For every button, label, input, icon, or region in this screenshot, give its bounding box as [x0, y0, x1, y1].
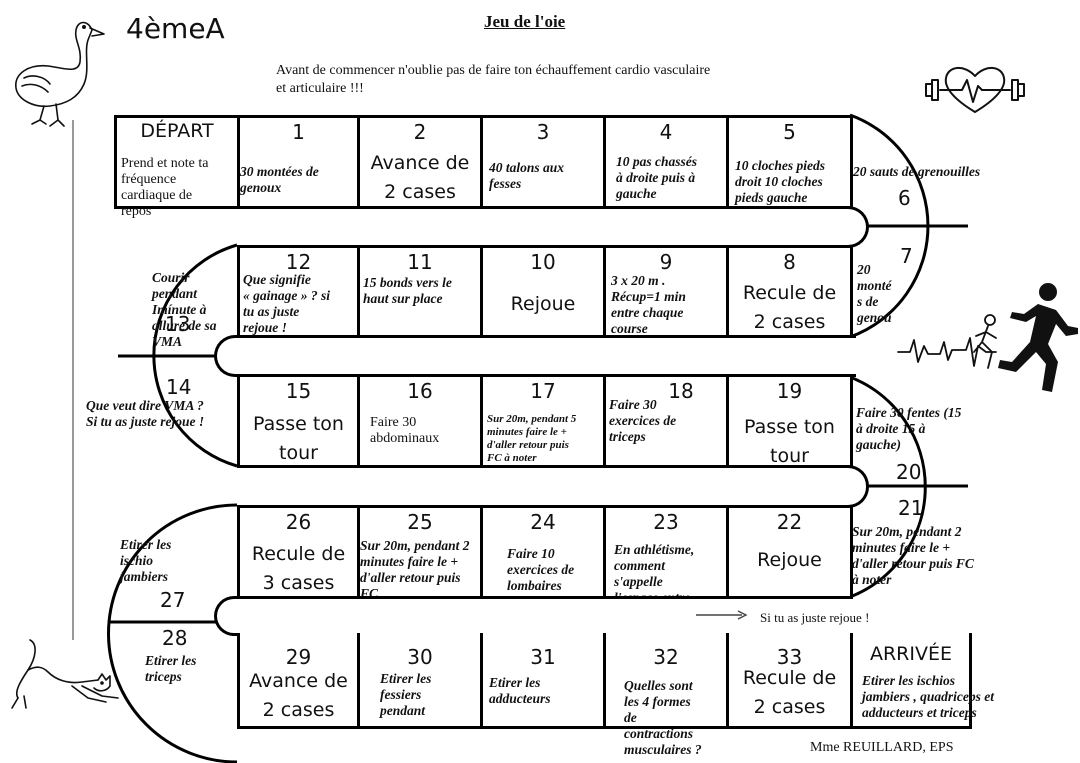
cell-16: 16 Faire 30 abdominaux — [357, 374, 483, 468]
cell-27-num: 27 — [160, 588, 186, 612]
cell-28-num: 28 — [162, 626, 188, 650]
cell-12: 12 Que signifie « gainage » ? si tu as j… — [237, 245, 360, 338]
cell-19: 19 Passe ton tour — [726, 374, 853, 468]
cell-29: 29 Avance de 2 cases — [237, 633, 360, 729]
cell-11: 11 15 bonds vers le haut sur place — [357, 245, 483, 338]
runners-icon — [897, 283, 1078, 392]
cell-4: 4 10 pas chassés à droite puis à gauche — [603, 115, 729, 209]
cell-18: 18 Faire 30 exercices de triceps — [603, 374, 729, 468]
cell-depart-text: Prend et note ta fréquence cardiaque de … — [121, 156, 209, 219]
cell-6-num: 6 — [898, 186, 911, 210]
cell-10: 10 Rejoue — [480, 245, 606, 338]
cat-stretch-icon — [11, 639, 119, 709]
cell-24: 24 Faire 10 exercices de lombaires — [480, 505, 606, 599]
cell-31: 31 Etirer les adducteurs — [480, 633, 606, 729]
cell-arrivee: ARRIVÉE — [850, 633, 972, 729]
cell-15: 15 Passe ton tour — [237, 374, 360, 468]
lane-4 — [214, 596, 746, 636]
cell-13-text: Courir pendant Imínute à allure de sa VM… — [152, 270, 217, 349]
cell-5: 5 10 cloches pieds droit 10 cloches pied… — [726, 115, 853, 209]
class-label: 4èmeA — [126, 12, 225, 45]
lane-2 — [214, 335, 856, 377]
cell-14-text: Que veut dire VMA ? Si tu as juste rejou… — [86, 398, 205, 429]
arrow-icon — [696, 610, 748, 620]
margin-line — [72, 120, 74, 640]
cell-7-num: 7 — [900, 244, 913, 268]
cell-17: 17 Sur 20m, pendant 5 minutes faire le +… — [480, 374, 606, 468]
cell-23: 23 — [603, 505, 729, 599]
heart-dumbbell-icon — [925, 67, 1025, 113]
intro-text: Avant de commencer n'oublie pas de faire… — [276, 63, 711, 96]
goose-icon — [15, 21, 105, 127]
cell-22: 22 Rejoue — [726, 505, 853, 599]
cell-21-text: Sur 20m, pendant 2 minutes faire le + d'… — [852, 524, 974, 587]
cell-2: 2 Avance de 2 cases — [357, 115, 483, 209]
cell-21-num: 21 — [898, 496, 924, 520]
cell-14-num: 14 — [166, 375, 192, 399]
cell-depart: DÉPART — [114, 115, 240, 209]
cell-3: 3 40 talons aux fesses — [480, 115, 606, 209]
cell-30: 30 Etirer les fessiers pendant — [357, 633, 483, 729]
cell-32: 32 — [603, 633, 729, 729]
cell-20-num: 20 — [896, 460, 922, 484]
cell-28-text: Etirer les triceps — [145, 653, 197, 684]
page-title: Jeu de l'oie — [484, 12, 566, 31]
cell-33: 33 Recule de 2 cases — [726, 633, 853, 729]
cell-23-note: Si tu as juste rejoue ! — [760, 610, 870, 625]
cell-25: 25 Sur 20m, pendant 2 minutes faire le +… — [357, 505, 483, 599]
cell-1: 1 30 montées de genoux — [237, 115, 360, 209]
cell-27-text: Etirer les ischio jambiers — [120, 537, 172, 584]
author: Mme REUILLARD, EPS — [810, 740, 954, 755]
cell-arrivee-text: Etirer les ischios jambiers , quadriceps… — [862, 673, 994, 720]
cell-9: 9 3 x 20 m . Récup=1 min entre chaque co… — [603, 245, 729, 338]
lane-1 — [237, 206, 869, 248]
cell-20-text: Faire 30 fentes (15 à droite 15 à gauche… — [856, 405, 962, 452]
cell-8: 8 Recule de 2 cases — [726, 245, 853, 338]
cell-13-num: 13 — [165, 312, 191, 336]
cell-7-text: 20 monté s de genou — [857, 262, 892, 325]
cell-26: 26 Recule de 3 cases — [237, 505, 360, 599]
cell-6-text: 20 sauts de grenouilles — [853, 164, 981, 179]
cell-32-text: Quelles sont les 4 formes de contraction… — [624, 678, 702, 757]
lane-3 — [237, 465, 869, 508]
